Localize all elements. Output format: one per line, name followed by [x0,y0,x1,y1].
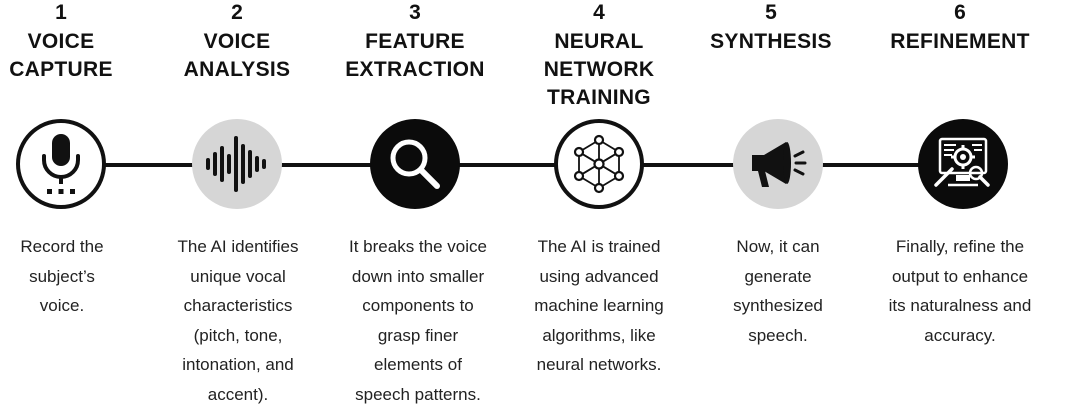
step-2-circle [192,119,282,209]
step-number: 5 [765,1,777,24]
step-1-description: Record the subject’s voice. [20,237,104,315]
connector-line-1-2 [100,163,200,167]
step-3-description: It breaks the voice down into smaller co… [349,237,487,404]
step-1-circle [16,119,106,209]
step-4-circle [554,119,644,209]
megaphone-icon [752,142,807,187]
step-title: VOICE ANALYSIS [183,30,291,81]
step-number: 4 [593,1,605,24]
step-title: VOICE CAPTURE [9,30,113,81]
step-number: 2 [231,1,243,24]
step-title: NEURAL NETWORK TRAINING [543,30,655,109]
magnifier-icon [390,139,440,189]
step-title: FEATURE EXTRACTION [345,30,485,81]
step-6-circle [918,119,1008,209]
step-2-description: The AI identifies unique vocal character… [177,237,299,404]
step-number: 3 [409,1,421,24]
step-4-description: The AI is trained using advanced machine… [534,237,664,374]
step-number: 6 [954,1,966,24]
step-5-description: Now, it can generate synthesized speech. [733,237,823,345]
connector-line-3-4 [458,163,558,167]
step-6-description: Finally, refine the output to enhance it… [888,237,1032,345]
step-title: REFINEMENT [890,30,1030,53]
step-3-circle [370,119,460,209]
connector-line-2-3 [278,163,378,167]
step-title: SYNTHESIS [710,30,832,53]
microphone-icon [42,134,80,194]
neural-network-icon [573,134,625,194]
connector-line-5-6 [820,163,920,167]
connector-line-4-5 [640,163,736,167]
step-number: 1 [55,1,67,24]
step-5-circle [733,119,823,209]
refinement-gear-icon [934,137,990,187]
sound-wave-icon [206,136,266,192]
